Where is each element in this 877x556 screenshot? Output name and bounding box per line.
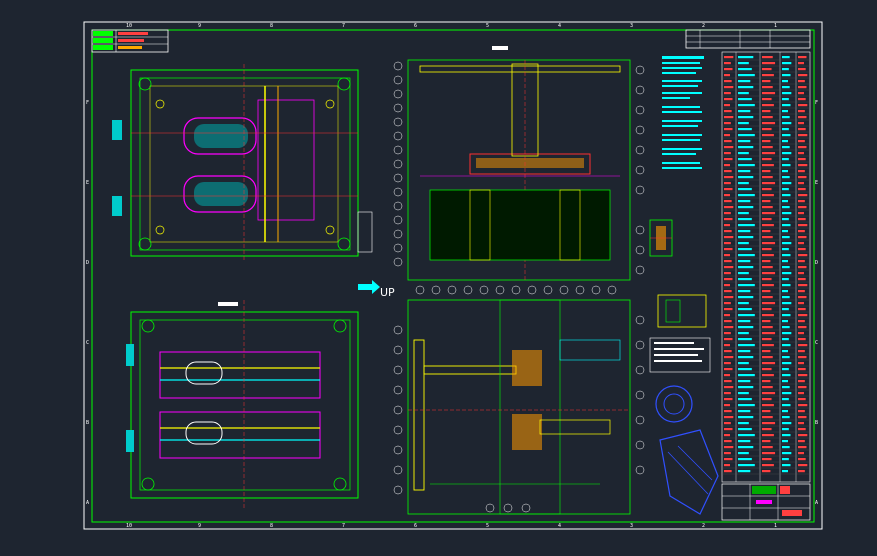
zone-number-top: 10 — [126, 23, 133, 29]
zone-number-bottom: 1 — [774, 523, 778, 529]
zone-number-top: 1 — [774, 23, 778, 29]
detail-view-small-top — [649, 219, 673, 257]
zone-number-top: 6 — [414, 23, 418, 29]
zone-number-bottom: 10 — [126, 523, 133, 529]
up-arrow-icon — [358, 280, 380, 294]
zone-letter-left: F — [86, 100, 90, 106]
view-bottom-left-plate — [126, 300, 359, 510]
zone-letter-left: C — [86, 340, 90, 346]
zone-letter-left: B — [86, 420, 90, 426]
technical-notes-block — [662, 56, 704, 169]
sheet-outer-frame — [83, 21, 823, 530]
up-arrow-label: UP — [380, 286, 395, 299]
zone-letter-left: D — [86, 260, 90, 266]
zone-letter-left: E — [86, 180, 90, 186]
zone-number-bottom: 4 — [558, 523, 562, 529]
header-box — [91, 29, 169, 53]
zone-letter-right: C — [815, 340, 819, 346]
zone-number-top: 4 — [558, 23, 562, 29]
zone-number-bottom: 6 — [414, 523, 418, 529]
view-bottom-right-section — [393, 299, 645, 515]
zone-number-top: 5 — [486, 23, 490, 29]
zone-number-top: 2 — [702, 23, 706, 29]
zone-number-bottom: 5 — [486, 523, 490, 529]
view-top-right-section — [393, 46, 645, 295]
zone-number-bottom: 9 — [198, 523, 202, 529]
isometric-part-view — [655, 385, 719, 515]
bill-of-materials-table — [721, 51, 811, 483]
zone-letter-right: B — [815, 420, 819, 426]
zone-number-top: 9 — [198, 23, 202, 29]
view-top-left-plate — [112, 64, 373, 262]
title-block — [721, 483, 811, 521]
zone-letter-right: F — [815, 100, 819, 106]
zone-number-bottom: 8 — [270, 523, 274, 529]
revision-table — [685, 29, 811, 49]
sheet-inner-frame — [91, 29, 815, 523]
zone-letter-left: A — [86, 500, 90, 506]
zone-letter-right: A — [815, 500, 819, 506]
zone-number-bottom: 3 — [630, 523, 634, 529]
detail-view-boxes — [649, 294, 711, 373]
zone-number-bottom: 7 — [342, 523, 346, 529]
zone-number-top: 8 — [270, 23, 274, 29]
zone-number-top: 7 — [342, 23, 346, 29]
zone-letter-right: D — [815, 260, 819, 266]
zone-letter-right: E — [815, 180, 819, 186]
zone-number-top: 3 — [630, 23, 634, 29]
zone-number-bottom: 2 — [702, 523, 706, 529]
